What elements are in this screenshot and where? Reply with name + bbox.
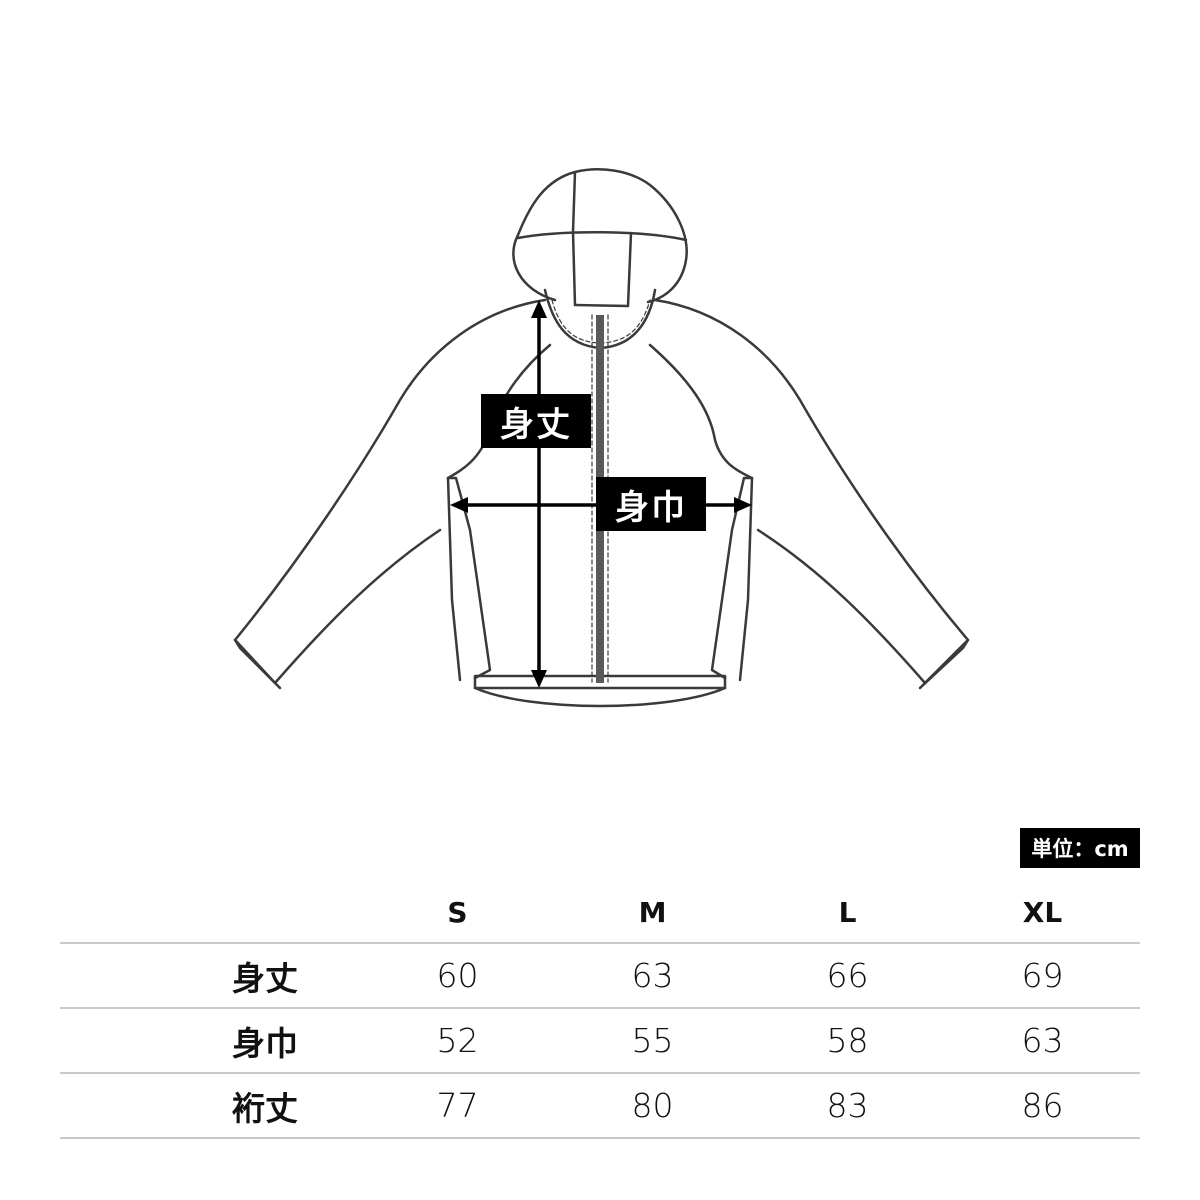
table-header-row: S M L XL: [60, 882, 1140, 943]
header-size-xl: XL: [1022, 895, 1063, 929]
length-label: 身丈: [481, 394, 591, 448]
unit-badge: 単位：cm: [1020, 828, 1140, 868]
cell: 86: [1021, 1086, 1064, 1125]
table-row: 身丈 60 63 66 69: [60, 943, 1140, 1008]
right-side: [738, 476, 754, 682]
jacket-illustration: [233, 168, 970, 708]
right-raglan: [653, 298, 970, 685]
cell: 63: [631, 956, 674, 995]
cell: 77: [436, 1086, 479, 1125]
header-size-l: L: [838, 895, 857, 929]
cell: 66: [826, 956, 869, 995]
header-size-s: S: [447, 895, 468, 929]
row-label: 裄丈: [232, 1088, 298, 1128]
cell: 80: [631, 1086, 674, 1125]
cell: 63: [1021, 1021, 1064, 1060]
cell: 60: [436, 956, 479, 995]
header-empty: [60, 882, 360, 943]
cell: 69: [1021, 956, 1064, 995]
cell: 55: [631, 1021, 674, 1060]
hood-outline: [512, 168, 688, 304]
row-label: 身巾: [232, 1023, 298, 1063]
table-row: 身巾 52 55 58 63: [60, 1008, 1140, 1073]
left-cuff: [233, 638, 282, 690]
size-table: S M L XL 身丈 60 63 66 69 身巾 52 55 58 63 裄…: [60, 882, 1140, 1139]
width-label: 身巾: [596, 477, 706, 531]
left-side: [446, 476, 462, 682]
table-row: 裄丈 77 80 83 86: [60, 1073, 1140, 1138]
length-arrow: [531, 300, 547, 688]
right-cuff: [918, 638, 970, 690]
left-raglan: [233, 298, 547, 685]
cell: 52: [436, 1021, 479, 1060]
row-label: 身丈: [232, 958, 298, 998]
cell: 83: [826, 1086, 869, 1125]
cell: 58: [826, 1021, 869, 1060]
header-size-m: M: [638, 895, 667, 929]
